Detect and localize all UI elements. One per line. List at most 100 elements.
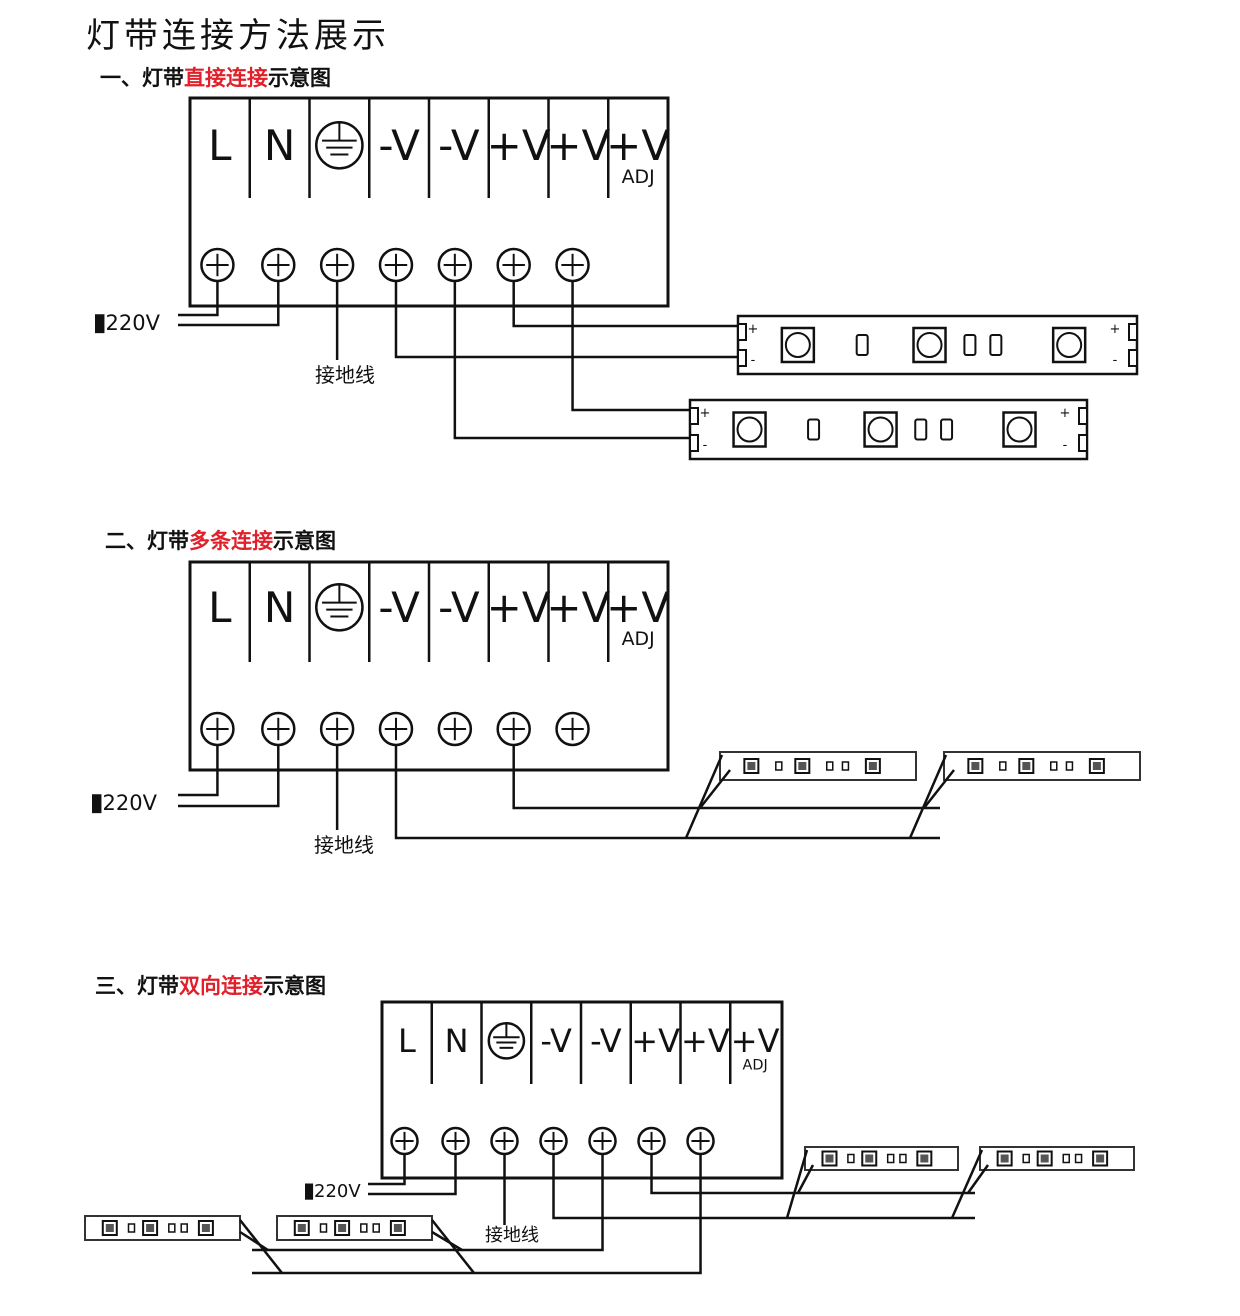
led-chip-icon bbox=[863, 411, 898, 448]
resistor-icon bbox=[775, 761, 783, 771]
screw-terminal-icon bbox=[261, 247, 296, 283]
led-chip-icon bbox=[732, 411, 767, 448]
led-chip-core bbox=[338, 1224, 347, 1232]
resistor-icon bbox=[807, 418, 821, 441]
strip-plus-label: + bbox=[748, 322, 759, 337]
wire-positive-bus bbox=[512, 745, 940, 810]
wire-negative-left bbox=[252, 1154, 604, 1252]
screw-terminal-icon bbox=[437, 247, 473, 283]
strip-minus-label: - bbox=[703, 438, 708, 453]
terminal-label-5: +V bbox=[487, 583, 551, 632]
adj-label: ADJ bbox=[743, 1058, 768, 1074]
led-strip-2: +-+- bbox=[688, 398, 1089, 461]
terminal-label-5: +V bbox=[631, 1022, 680, 1060]
screw-terminal-icon bbox=[496, 711, 531, 747]
adj-label: ADJ bbox=[622, 628, 655, 650]
supply-voltage-label-2: 220V bbox=[103, 791, 158, 815]
led-chip-core bbox=[201, 1224, 210, 1232]
resistor-icon bbox=[855, 334, 869, 356]
wire-negative-right bbox=[552, 1154, 975, 1220]
strip-lead bbox=[796, 1164, 815, 1194]
terminal-label-0: L bbox=[208, 121, 232, 170]
ground-wire-label-1: 接地线 bbox=[315, 363, 375, 387]
wire-positive-strip2 bbox=[571, 281, 690, 412]
resistor-icon bbox=[826, 761, 834, 771]
plug-icon bbox=[92, 794, 102, 814]
terminal-label-1: N bbox=[445, 1022, 469, 1060]
led-chip-icon bbox=[1051, 326, 1087, 364]
adj-label: ADJ bbox=[622, 166, 655, 188]
resistor-icon bbox=[886, 1153, 895, 1164]
led-chip-icon bbox=[1002, 411, 1037, 448]
screw-terminal-icon bbox=[319, 247, 355, 283]
strip-lead bbox=[785, 1149, 809, 1219]
plug-icon bbox=[95, 314, 105, 334]
strip-pad bbox=[1128, 349, 1138, 367]
section-2-suffix: 示意图 bbox=[273, 529, 336, 553]
wire-negative-bus bbox=[394, 745, 940, 840]
resistor-icon bbox=[1050, 761, 1058, 771]
strip-pad bbox=[1078, 434, 1088, 452]
wire-positive-left bbox=[252, 1154, 702, 1275]
strip-plus-label: + bbox=[1060, 406, 1071, 421]
terminal-label-5: +V bbox=[487, 121, 551, 170]
strip-lead bbox=[431, 1219, 475, 1274]
resistor-icon bbox=[847, 1153, 855, 1164]
section-2-heading: 二、灯带多条连接示意图 bbox=[105, 525, 336, 555]
resistor-icon bbox=[899, 1153, 907, 1164]
wire-negative-strip1 bbox=[394, 281, 740, 359]
led-chip-core bbox=[393, 1224, 402, 1232]
resistor-icon bbox=[999, 761, 1007, 771]
screw-terminal-icon bbox=[200, 247, 235, 283]
strip-minus-label: - bbox=[751, 353, 756, 368]
strip-plus-label: + bbox=[700, 406, 711, 421]
strip-pad bbox=[689, 434, 699, 452]
led-chip-core bbox=[920, 1154, 929, 1163]
section-1-heading: 一、灯带直接连接示意图 bbox=[100, 62, 331, 92]
led-strip-4 bbox=[943, 751, 1141, 781]
led-chip-core bbox=[146, 1224, 155, 1232]
led-strip-1: + - + - bbox=[736, 314, 1139, 376]
terminal-label-7: +V bbox=[731, 1022, 780, 1060]
led-chip-core bbox=[1040, 1154, 1049, 1163]
ground-wire-label-3: 接地线 bbox=[485, 1225, 539, 1246]
strip-lead bbox=[908, 754, 948, 839]
led-chip-core bbox=[1096, 1154, 1105, 1163]
wire-live bbox=[178, 745, 219, 797]
ground-wire-label-2: 接地线 bbox=[314, 833, 374, 857]
screw-terminal-icon bbox=[588, 1126, 617, 1156]
wire-positive-strip1 bbox=[512, 281, 740, 328]
terminal-label-7: +V bbox=[606, 121, 670, 170]
strip-minus-label: - bbox=[1113, 353, 1118, 368]
supply-voltage-label-3: 220V bbox=[314, 1181, 361, 1202]
terminal-label-0: L bbox=[208, 583, 232, 632]
strip-lead bbox=[684, 754, 724, 839]
strip-pad bbox=[1078, 407, 1088, 425]
resistor-icon bbox=[914, 418, 928, 441]
led-chip-icon bbox=[780, 326, 816, 364]
terminal-label-1: N bbox=[264, 121, 295, 170]
terminal-label-1: N bbox=[264, 583, 295, 632]
strip-lead bbox=[239, 1230, 269, 1252]
section-3-heading: 三、灯带双向连接示意图 bbox=[95, 970, 326, 1000]
strip-pad bbox=[737, 349, 747, 367]
screw-terminal-icon bbox=[490, 1126, 519, 1156]
plug-icon bbox=[305, 1183, 314, 1200]
resistor-icon bbox=[1065, 761, 1074, 771]
ground-symbol-icon bbox=[315, 120, 364, 170]
resistor-icon bbox=[1062, 1153, 1070, 1164]
terminal-label-3: -V bbox=[378, 583, 420, 632]
led-chip-core bbox=[1092, 762, 1101, 770]
terminal-label-4: -V bbox=[590, 1022, 622, 1060]
wire-live bbox=[368, 1154, 406, 1186]
ground-symbol-icon bbox=[315, 582, 364, 632]
terminal-label-3: -V bbox=[378, 121, 420, 170]
led-chip-icon bbox=[912, 326, 947, 364]
strip-plus-label: + bbox=[1110, 322, 1121, 337]
screw-terminal-icon bbox=[686, 1126, 715, 1156]
led-chip-core bbox=[798, 762, 807, 770]
terminal-label-3: -V bbox=[540, 1022, 572, 1060]
wire-live bbox=[178, 281, 219, 317]
